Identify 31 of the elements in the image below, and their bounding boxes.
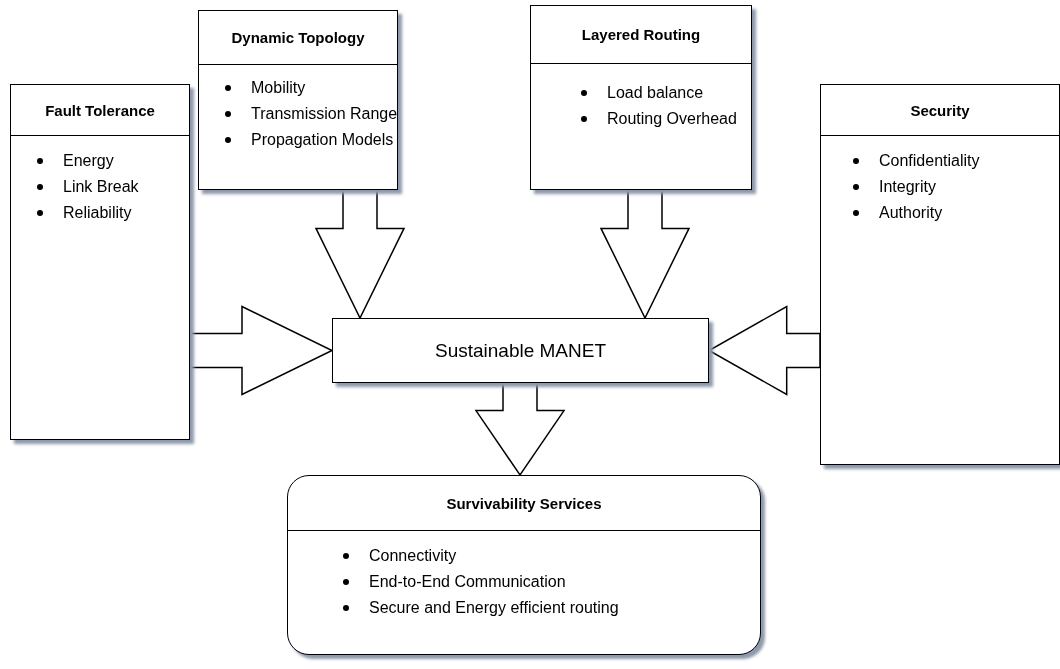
list-item: Reliability <box>63 203 132 223</box>
block-arrow <box>189 305 334 396</box>
box-heading: Layered Routing <box>581 26 701 43</box>
list-item: Confidentiality <box>879 151 980 171</box>
process-box <box>10 84 190 440</box>
list-item: Mobility <box>251 78 306 98</box>
rounded-box <box>287 475 761 655</box>
list-item: Propagation Models <box>251 130 394 150</box>
box-heading: Fault Tolerance <box>45 101 155 119</box>
list-item: Authority <box>879 203 943 223</box>
process-box <box>198 10 398 190</box>
block-arrow <box>707 305 821 396</box>
block-arrow <box>314 189 406 320</box>
list-item: Connectivity <box>369 546 457 566</box>
list-item: Integrity <box>879 177 936 197</box>
box-heading: Security <box>910 101 970 119</box>
box-heading: Survivability Services <box>446 494 602 512</box>
list-item: Link Break <box>63 177 139 197</box>
box-heading: Dynamic Topology <box>231 29 365 46</box>
list-item: Transmission Range <box>251 104 398 124</box>
list-item: Load balance <box>607 83 704 103</box>
process-box <box>530 5 752 190</box>
list-item: Energy <box>63 151 114 171</box>
block-arrow <box>599 189 691 320</box>
block-arrow <box>474 382 566 477</box>
process-box <box>332 318 709 383</box>
list-item: End-to-End Communication <box>369 572 566 592</box>
list-item: Secure and Energy efficient routing <box>369 598 619 618</box>
process-box <box>820 84 1060 465</box>
list-item: Routing Overhead <box>607 109 737 129</box>
node-label: Sustainable MANET <box>434 339 607 362</box>
